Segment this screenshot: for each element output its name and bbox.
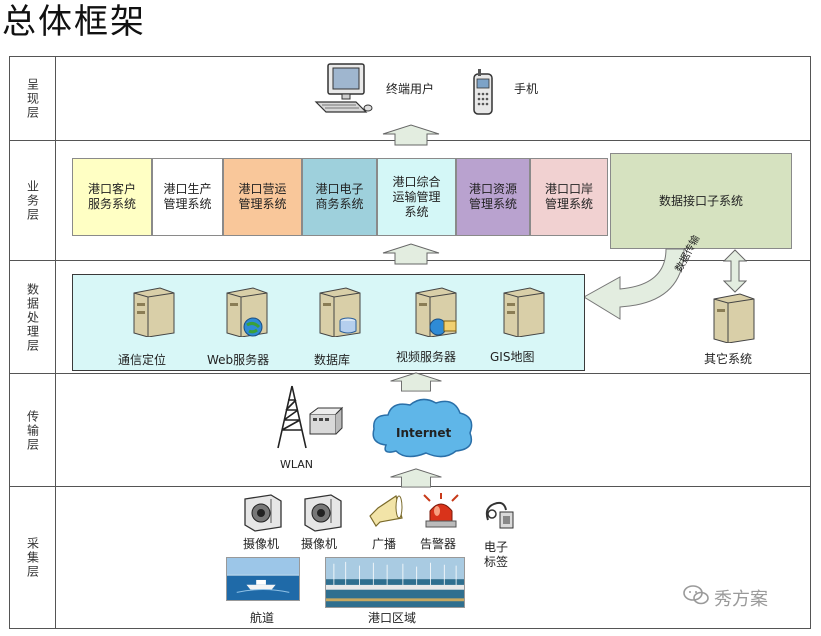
biz-box-resource: 港口资源 管理系统 <box>456 158 530 236</box>
layer-label-transport: 传输层 <box>9 374 56 487</box>
biz-box-ecommerce: 港口电子 商务系统 <box>302 158 377 236</box>
wechat-icon <box>682 584 710 611</box>
database-server-icon <box>306 287 362 337</box>
biz-box-transport-mgmt: 港口综合 运输管理 系统 <box>377 158 456 236</box>
server-label-web: Web服务器 <box>207 353 270 367</box>
layer-label-present: 呈现层 <box>9 57 56 141</box>
loudspeaker-icon <box>366 494 406 528</box>
other-system-label: 其它系统 <box>704 352 753 366</box>
computer-icon <box>312 62 374 120</box>
watermark-text: 秀方案 <box>714 588 768 610</box>
server-icon <box>120 287 176 337</box>
port-area-photo <box>325 557 465 608</box>
wlan-tower-icon <box>270 384 344 452</box>
layer-label-data: 数据处理层 <box>9 261 56 374</box>
rfid-tag-icon <box>482 498 516 530</box>
layer-label-collect: 采集层 <box>9 487 56 628</box>
double-arrow-icon <box>723 249 747 293</box>
camera-icon <box>301 493 345 533</box>
camera-label-1: 摄像机 <box>243 537 280 551</box>
up-arrow-icon <box>381 243 441 265</box>
port-area-label: 港口区域 <box>368 611 417 625</box>
internet-cloud-icon <box>366 395 478 461</box>
server-label-gis: GIS地图 <box>490 350 535 364</box>
up-arrow-icon <box>388 468 444 488</box>
biz-box-production: 港口生产 管理系统 <box>152 158 223 236</box>
channel-label: 航道 <box>250 611 275 625</box>
diagram-frame <box>9 56 811 629</box>
phone-label: 手机 <box>514 82 539 96</box>
up-arrow-icon <box>381 124 441 146</box>
other-system-server-icon <box>700 293 756 343</box>
server-label-positioning: 通信定位 <box>118 353 167 367</box>
biz-box-port: 港口口岸 管理系统 <box>530 158 608 236</box>
mobile-phone-icon <box>470 68 496 116</box>
rfid-label: 电子 标签 <box>484 540 509 569</box>
web-server-icon <box>213 287 269 337</box>
gis-server-icon <box>490 287 546 337</box>
layer-label-business: 业务层 <box>9 141 56 261</box>
alarm-label: 告警器 <box>420 537 457 551</box>
data-layer-row <box>9 261 811 374</box>
biz-box-operation: 港口营运 管理系统 <box>223 158 302 236</box>
video-server-icon <box>402 287 458 337</box>
channel-photo <box>226 557 300 601</box>
wlan-label: WLAN <box>280 458 314 471</box>
server-label-database: 数据库 <box>314 353 351 367</box>
internet-label: Internet <box>396 426 452 440</box>
camera-icon <box>241 493 285 533</box>
alarm-icon <box>420 493 462 529</box>
biz-box-data-interface: 数据接口子系统 <box>610 153 792 249</box>
server-label-video: 视频服务器 <box>396 350 457 364</box>
camera-label-2: 摄像机 <box>301 537 338 551</box>
terminal-user-label: 终端用户 <box>386 82 435 96</box>
watermark: 秀方案 <box>682 584 768 611</box>
data-transfer-arrow <box>580 247 686 323</box>
biz-box-customer-service: 港口客户 服务系统 <box>72 158 152 236</box>
broadcast-label: 广播 <box>372 537 397 551</box>
page-title: 总体框架 <box>2 2 146 42</box>
up-arrow-icon <box>388 372 444 392</box>
